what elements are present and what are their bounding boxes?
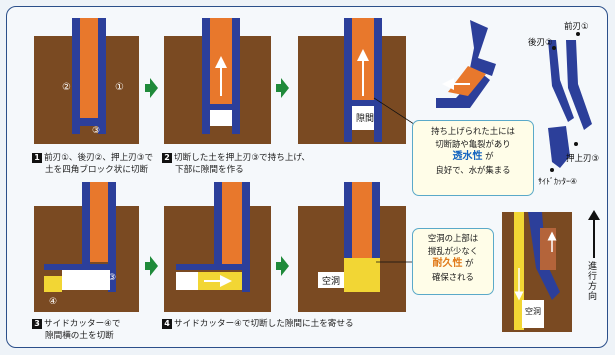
gap-area — [352, 106, 374, 130]
tool-illustration — [436, 20, 496, 108]
green-arrow-icon — [276, 78, 289, 98]
void-area — [318, 272, 344, 288]
callout-highlight: 透水性 — [452, 151, 483, 162]
front-blade-label: ① — [115, 82, 124, 93]
callout-line2: 撹乱が少なく — [427, 245, 479, 256]
callout-durability: 空洞の上部は 撹乱が少なく 耐久性 が 確保される — [412, 228, 494, 295]
yellow-soil — [344, 258, 380, 292]
yellow-soil — [44, 276, 62, 292]
rear-blade — [344, 182, 352, 258]
push-blade — [352, 100, 374, 106]
void-label: 空洞 — [322, 275, 340, 287]
rear-blade-shape — [566, 40, 592, 130]
step-text-line1: 前刃①、後刃②、押上刃③で — [44, 153, 154, 163]
green-arrow-icon — [145, 256, 158, 276]
callout-line2: 切断跡や亀裂があり — [435, 138, 511, 149]
rear-blade — [202, 18, 210, 134]
tool-blade — [470, 20, 496, 76]
gap-area — [210, 110, 232, 126]
label-push-blade: 押上刃③ — [566, 154, 600, 164]
callout-line1: 持ち上げられた土には — [431, 126, 515, 136]
side-cutter-dot — [550, 168, 554, 172]
callout-highlight: 耐久性 — [432, 258, 463, 269]
panel-3: 隙間 — [298, 18, 421, 144]
orange-soil-column — [80, 18, 98, 118]
rear-blade — [344, 18, 352, 142]
rear-blade-dot — [552, 46, 556, 50]
section-void — [522, 300, 544, 328]
push-blade-dot — [574, 142, 578, 146]
step-text-line2: 隙間横の土を切断 — [45, 331, 114, 341]
front-blade — [242, 182, 250, 292]
panel-6: 空洞 — [298, 182, 418, 312]
front-blade — [98, 18, 106, 134]
front-blade-shape — [548, 40, 574, 122]
step-text-line2: 土を四角ブロック状に切断 — [45, 165, 149, 175]
panel-5 — [164, 182, 271, 312]
front-blade — [108, 182, 116, 292]
label-side-cutter: ｻｲﾄﾞｶｯﾀｰ④ — [538, 177, 578, 186]
direction-arrow-icon — [588, 210, 600, 220]
rear-blade — [72, 18, 80, 134]
push-blade — [72, 118, 106, 126]
tool-soil — [448, 66, 486, 96]
step-text-line1: サイドカッター④で — [44, 319, 121, 329]
front-blade — [372, 182, 380, 258]
orange-soil-column — [90, 182, 108, 262]
step-number: 2 — [162, 153, 172, 163]
label-rear-blade: 後刃② — [528, 38, 553, 48]
green-arrow-icon — [145, 78, 158, 98]
callout-line4: 良好で、水が集まる — [435, 164, 511, 175]
callout-line4: 確保される — [432, 271, 474, 282]
step-text-line1: 切断した土を押上刃③で持ち上げ、 — [174, 153, 311, 163]
side-cutter — [44, 264, 116, 270]
section-void-label: 空洞 — [525, 306, 541, 316]
side-cutter-label: ④ — [49, 297, 57, 307]
rear-blade — [82, 182, 90, 264]
orange-soil-column — [222, 182, 242, 264]
gap-area — [176, 272, 198, 290]
rear-blade — [214, 182, 222, 266]
orange-soil-column — [352, 182, 372, 258]
callout-highlight-suffix: が — [465, 258, 474, 268]
front-blade — [374, 18, 382, 142]
panel-1: ② ① ③ — [34, 18, 139, 144]
push-blade-label: ③ — [108, 273, 116, 283]
push-blade-shape — [548, 126, 570, 168]
push-blade — [210, 104, 232, 110]
section-soil-lifted — [540, 228, 556, 270]
front-blade-dot — [576, 32, 580, 36]
step-number: 4 — [162, 319, 172, 329]
step-text-line1: サイドカッター④で切断した隙間に土を寄せる — [174, 319, 354, 329]
gap-label: 隙間 — [356, 112, 374, 124]
side-cutter — [176, 264, 248, 270]
step-number: 3 — [32, 319, 42, 329]
label-front-blade: 前刃① — [564, 22, 589, 32]
panel-2 — [164, 18, 271, 144]
front-blade — [232, 18, 240, 134]
callout-permeability: 持ち上げられた土には 切断跡や亀裂があり 透水性 が 良好で、水が集まる — [412, 120, 534, 196]
gap-area — [62, 270, 110, 290]
cross-section: 空洞 — [502, 210, 600, 332]
green-arrow-icon — [276, 256, 289, 276]
callout-highlight-suffix: が — [485, 151, 494, 161]
step-number: 1 — [32, 153, 42, 163]
direction-label: 進行方向 — [588, 262, 598, 302]
panel-4: ③ ④ — [34, 182, 139, 312]
blade-side-view — [548, 32, 592, 172]
push-blade-label: ③ — [92, 126, 100, 136]
rear-blade-label: ② — [62, 82, 71, 93]
step-text-line2: 下部に隙間を作る — [175, 165, 244, 175]
callout-line1: 空洞の上部は — [427, 233, 479, 243]
